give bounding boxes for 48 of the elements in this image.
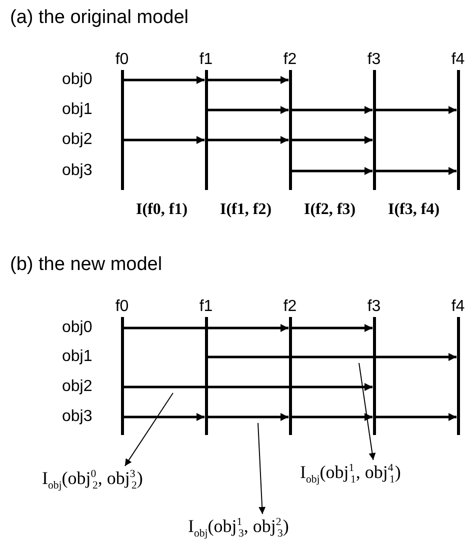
arrow: [208, 76, 288, 84]
frame-label: f0: [115, 51, 129, 69]
arrow: [124, 136, 204, 144]
interval-label: I(f2, f3): [304, 200, 356, 220]
arrow: [124, 76, 204, 84]
panel-heading: (a) the original model: [10, 8, 188, 28]
arrow: [124, 383, 372, 391]
frame-label: f2: [283, 298, 297, 316]
arrow: [208, 136, 288, 144]
interval-label: I(f0, f1): [136, 200, 188, 220]
frame-label: f3: [367, 298, 381, 316]
arrow: [292, 413, 372, 421]
leader-arrow: [124, 392, 174, 466]
frame-label: f0: [115, 298, 129, 316]
object-label: obj0: [62, 70, 92, 90]
arrow: [124, 413, 204, 421]
interval-label: I(f1, f2): [220, 200, 272, 220]
arrow: [208, 106, 288, 114]
object-label: obj1: [62, 347, 92, 367]
frame-label: f4: [451, 298, 465, 316]
object-label: obj3: [62, 161, 92, 181]
leader-arrow: [258, 422, 266, 514]
frame-label: f4: [451, 51, 465, 69]
arrow: [292, 136, 372, 144]
formula-label: I$_{obj}$(obj$^{0}$$_{2}$, obj$^{3}$$_{2}$): [42, 466, 192, 490]
leader-arrow: [358, 362, 376, 460]
frame-label: f1: [199, 51, 213, 69]
object-label: obj0: [62, 318, 92, 338]
arrow: [208, 353, 456, 361]
formula-label: I$_{obj}$(obj$^{1}$$_{1}$, obj$^{4}$$_{1}$): [300, 460, 450, 484]
arrow: [208, 413, 288, 421]
object-label: obj1: [62, 100, 92, 120]
object-label: obj2: [62, 130, 92, 150]
arrow: [292, 106, 372, 114]
frame-label: f2: [283, 51, 297, 69]
panel-heading: (b) the new model: [10, 255, 162, 275]
arrow: [292, 324, 372, 332]
formula-label: I$_{obj}$(obj$^{1}$$_{3}$, obj$^{2}$$_{3}$): [188, 514, 338, 538]
arrow: [376, 167, 456, 175]
object-label: obj3: [62, 407, 92, 427]
object-label: obj2: [62, 377, 92, 397]
arrow: [124, 324, 288, 332]
frame-label: f1: [199, 298, 213, 316]
arrow: [376, 413, 456, 421]
interval-label: I(f3, f4): [388, 200, 440, 220]
arrow: [292, 167, 372, 175]
frame-label: f3: [367, 51, 381, 69]
arrow: [376, 106, 456, 114]
